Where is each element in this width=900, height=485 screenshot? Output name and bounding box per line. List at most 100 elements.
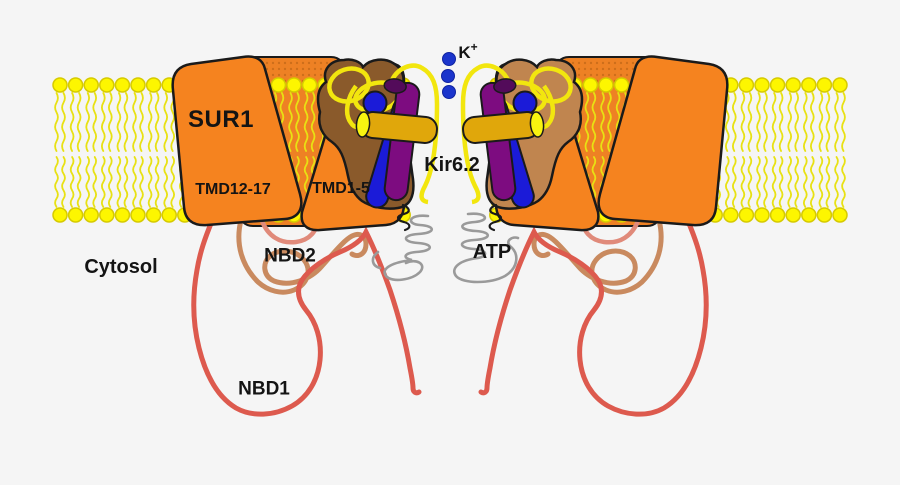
lipid-head xyxy=(161,207,177,223)
lipid-tail xyxy=(810,92,815,152)
lipid-head xyxy=(785,77,801,93)
slide-helix-cap xyxy=(355,111,371,138)
lipid-head xyxy=(301,77,318,93)
lipid-head xyxy=(286,77,302,93)
nbd2-label: NBD2 xyxy=(264,245,316,267)
lipid-tail xyxy=(303,92,309,152)
lipid-tail xyxy=(61,92,66,152)
purple-helix-cap xyxy=(383,78,407,94)
tmd1-5-label: TMD1-5 xyxy=(312,180,370,197)
lipid-tail xyxy=(756,156,761,208)
potassium-ion xyxy=(441,69,455,83)
atp-label: ATP xyxy=(472,241,512,263)
lipid-tail xyxy=(803,156,808,208)
lipid-head xyxy=(99,77,115,93)
lipid-head xyxy=(582,77,599,93)
lipid-head xyxy=(754,207,770,223)
lipid-head xyxy=(67,77,84,93)
pore-loop-strand xyxy=(389,63,440,205)
lipid-head xyxy=(832,207,848,223)
lipid-tail xyxy=(763,156,768,208)
lipid-tail xyxy=(54,156,59,208)
gray-coil-left xyxy=(383,214,434,282)
lipid-tail xyxy=(818,92,824,152)
lipid-head xyxy=(145,77,162,93)
lipid-tail xyxy=(92,156,97,208)
lipid-head xyxy=(145,207,162,223)
lipid-head xyxy=(769,77,786,93)
nbd1-loop xyxy=(191,218,422,417)
lipid-tail xyxy=(101,92,106,152)
lipid-head xyxy=(785,207,801,223)
lipid-tail xyxy=(85,156,90,208)
lipid-tail xyxy=(132,92,137,152)
lipid-tail xyxy=(108,92,113,152)
lipid-head xyxy=(130,207,146,223)
lipid-head xyxy=(754,77,770,93)
kir62-label: Kir6.2 xyxy=(424,154,480,176)
lipid-head xyxy=(83,77,99,93)
sur1-tmd12-17-block xyxy=(171,55,303,227)
lipid-tail xyxy=(834,156,839,208)
lipid-tail xyxy=(747,156,753,208)
pore-loop-strand xyxy=(460,63,511,205)
kir62-subunit-left xyxy=(316,58,440,210)
lipid-tail xyxy=(108,156,113,208)
lipid-tail xyxy=(841,92,846,152)
lipid-head xyxy=(83,207,99,223)
lipid-tail xyxy=(154,92,160,152)
lipid-tail xyxy=(132,156,137,208)
lipid-tail xyxy=(295,92,300,152)
lipid-tail xyxy=(170,156,175,208)
potassium-ion xyxy=(442,85,456,99)
lipid-tail xyxy=(123,92,129,152)
potassium-ions xyxy=(441,52,456,99)
lipid-tail xyxy=(54,92,59,152)
lipid-tail xyxy=(101,156,106,208)
lipid-head xyxy=(270,77,287,93)
lipid-tail xyxy=(607,92,612,152)
lipid-tail xyxy=(163,92,168,152)
lipid-tail xyxy=(116,156,122,208)
lipid-tail xyxy=(288,92,293,152)
lipid-tail xyxy=(787,92,792,152)
lipid-head xyxy=(598,77,614,93)
lipid-tail xyxy=(139,156,144,208)
lipid-head xyxy=(816,207,833,223)
lipid-head xyxy=(723,207,739,223)
lipid-head xyxy=(801,207,817,223)
purple-helix-cap xyxy=(493,78,517,94)
lipid-tail xyxy=(61,156,66,208)
lipid-tail xyxy=(747,92,753,152)
lipid-head xyxy=(52,77,68,93)
lipid-tail xyxy=(584,92,590,152)
lipid-tail xyxy=(771,92,777,152)
lipid-tail xyxy=(591,92,597,152)
helix-top-ball xyxy=(512,90,538,116)
gray-curl-left xyxy=(371,250,382,270)
lipid-tail xyxy=(825,156,831,208)
kir62-subunit-right xyxy=(460,58,584,210)
lipid-tail xyxy=(803,92,808,152)
lipid-tail xyxy=(778,92,784,152)
lipid-head xyxy=(738,207,755,223)
lipid-tail xyxy=(825,92,831,152)
lipid-tail xyxy=(834,92,839,152)
lipid-tail xyxy=(818,156,824,208)
cytosol-label: Cytosol xyxy=(84,256,158,278)
nbd1-loop xyxy=(478,218,709,417)
lipid-tail xyxy=(778,156,784,208)
lipid-head xyxy=(67,207,84,223)
lipid-tail xyxy=(154,156,160,208)
lipid-tail xyxy=(771,156,777,208)
lipid-tail xyxy=(85,92,90,152)
lipid-head xyxy=(613,77,630,93)
lipid-head xyxy=(114,207,131,223)
cytoplasmic-tails xyxy=(371,203,520,284)
lipid-tail xyxy=(763,92,768,152)
lipid-tail xyxy=(732,92,737,152)
lipid-tail xyxy=(725,92,730,152)
lipid-head xyxy=(114,77,131,93)
lipid-tail xyxy=(740,156,746,208)
